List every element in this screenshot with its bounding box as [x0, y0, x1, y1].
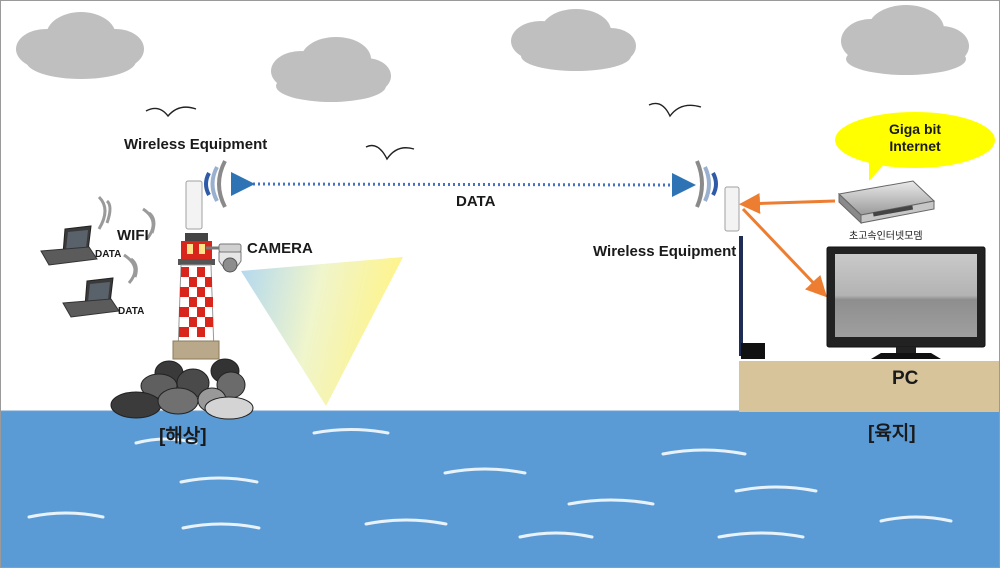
bird-icon — [145, 106, 197, 118]
wifi-signal-icon — [97, 195, 156, 284]
laptop-icon — [62, 277, 120, 318]
cloud-icon — [16, 12, 144, 79]
bird-icon — [648, 102, 702, 118]
land-zone-label: [육지] — [868, 423, 916, 444]
laptop-icon — [40, 225, 98, 266]
sea-wave-marks — [27, 428, 953, 539]
pc-label: PC — [892, 368, 919, 389]
antenna-to-pc-arrow — [741, 207, 828, 298]
internet-bubble-line1: Giga bit — [888, 121, 942, 137]
modem-icon — [837, 180, 936, 225]
data-link-arrow — [230, 171, 696, 197]
camera-view-beam — [241, 257, 403, 406]
rocks-base — [110, 358, 254, 420]
cloud-icon — [841, 5, 969, 75]
lighthouse-icon — [172, 233, 220, 360]
wireless-equipment-left-label: Wireless Equipment — [124, 136, 268, 153]
monitor-icon — [826, 246, 986, 359]
sea-area — [1, 411, 999, 567]
cloud-icon — [271, 37, 391, 102]
laptop-data-label-2: DATA — [118, 306, 145, 317]
cloud-icon — [511, 9, 636, 71]
wireless-antenna-icon — [695, 160, 765, 359]
laptop-data-label-1: DATA — [95, 249, 122, 260]
data-link-label: DATA — [456, 193, 496, 210]
wifi-label: WIFI — [117, 227, 149, 244]
camera-label: CAMERA — [247, 240, 313, 257]
internet-bubble — [835, 112, 995, 181]
land-area — [739, 361, 999, 412]
internet-bubble-text: Giga bit Internet — [870, 121, 960, 155]
internet-bubble-line2: Internet — [889, 138, 941, 154]
cctv-camera-icon — [206, 243, 242, 273]
modem-caption: 초고속인터넷모뎀 — [849, 231, 923, 242]
sea-zone-label: [해상] — [159, 426, 207, 447]
modem-to-antenna-arrow — [739, 193, 836, 214]
bird-icon — [365, 144, 415, 161]
wireless-antenna-icon — [185, 160, 227, 230]
wireless-equipment-right-label: Wireless Equipment — [593, 243, 737, 260]
